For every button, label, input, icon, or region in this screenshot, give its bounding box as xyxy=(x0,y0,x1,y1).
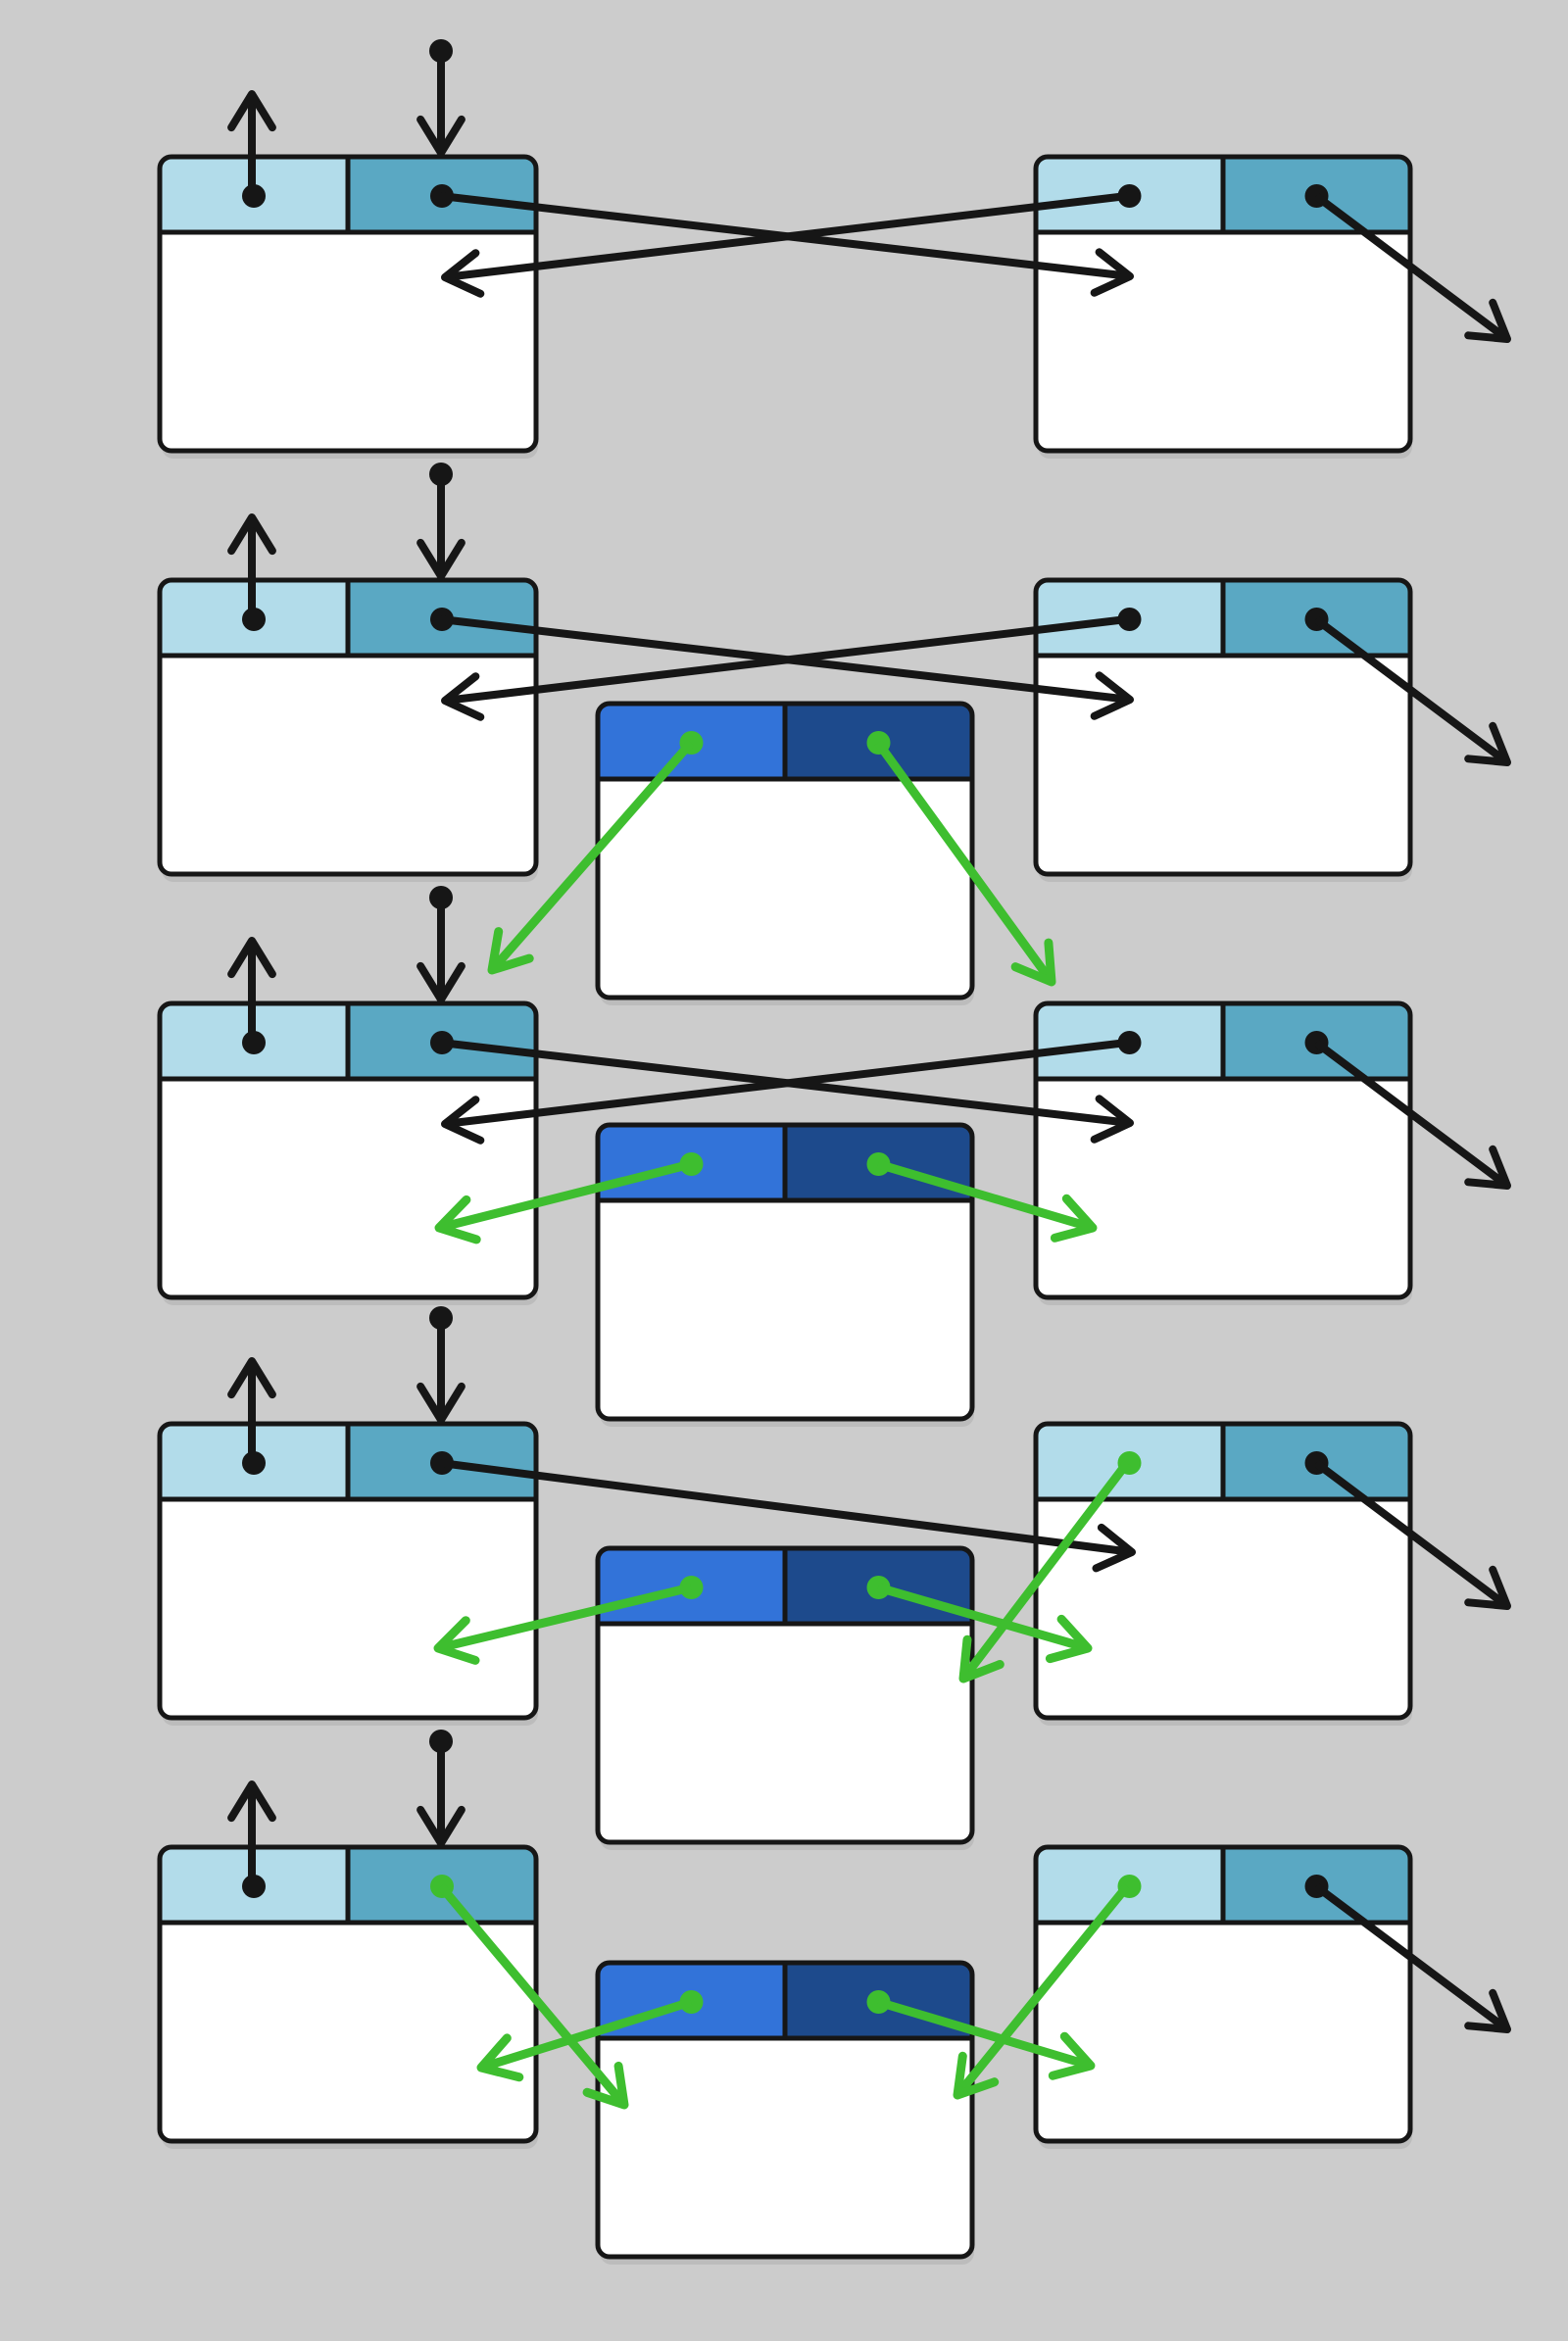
r4-left-next-cross-arrow xyxy=(440,1459,1136,1573)
r5-right-prev-to-new-arrow xyxy=(953,1883,1131,2100)
r3-new-next-arrow-head xyxy=(1050,1194,1098,1243)
r2-new-prev-arrow xyxy=(487,740,695,975)
r3-prev-up-arrow xyxy=(227,937,276,1043)
r4-new-next-arrow xyxy=(876,1583,1093,1664)
r4-new-prev-arrow-head xyxy=(433,1616,480,1665)
r1-left-next-cross-arrow-head xyxy=(1090,248,1134,297)
r3-prev-up-arrow-head xyxy=(227,937,276,979)
r2-right-next-out-arrow xyxy=(1313,615,1511,766)
r3-left-next-cross-arrow-head xyxy=(1090,1095,1134,1144)
r1-incoming-down-arrow xyxy=(416,39,466,157)
r4-incoming-down-arrow xyxy=(416,1306,466,1424)
list-node-r3-right xyxy=(1033,1000,1413,1305)
r2-new-next-arrow-head xyxy=(1010,938,1056,987)
r4-right-prev-to-new-arrow xyxy=(958,1460,1131,1683)
new-node-r4-border xyxy=(595,1545,975,1845)
new-node-r2 xyxy=(595,701,975,1005)
list-node-r1-left-border xyxy=(157,154,539,454)
r4-prev-up-arrow xyxy=(227,1357,276,1463)
new-node-r5 xyxy=(595,1960,975,2265)
r5-right-prev-to-new-arrow-head xyxy=(953,2051,1000,2100)
r1-right-prev-cross-arrow xyxy=(441,192,1128,298)
r3-incoming-down-arrow-head xyxy=(416,961,466,1003)
new-node-r5-border xyxy=(595,1960,975,2260)
list-node-r5-right xyxy=(1033,1844,1413,2149)
r1-prev-up-arrow-head xyxy=(227,90,276,132)
list-node-r3-left-border xyxy=(157,1000,539,1300)
list-node-r2-left xyxy=(157,577,539,882)
list-node-r4-left-border xyxy=(157,1421,539,1721)
r1-prev-up-arrow xyxy=(227,90,276,196)
r3-new-prev-arrow xyxy=(434,1159,693,1244)
list-node-r4-right-border xyxy=(1033,1421,1413,1721)
list-node-r2-right-border xyxy=(1033,577,1413,877)
r4-right-next-out-arrow xyxy=(1313,1459,1511,1610)
r5-new-prev-arrow-head xyxy=(476,2033,524,2082)
list-node-r3-right-prev-pointer-dot xyxy=(1117,1031,1142,1054)
r2-right-prev-cross-arrow xyxy=(441,615,1128,721)
list-node-r1-right xyxy=(1033,154,1413,459)
r3-new-prev-arrow-head xyxy=(434,1195,481,1244)
r1-right-next-out-arrow-head xyxy=(1464,298,1511,343)
list-node-r5-left xyxy=(157,1844,539,2149)
r5-incoming-down-arrow xyxy=(416,1730,466,1847)
r1-incoming-down-arrow-head xyxy=(416,115,466,157)
new-node-r3-border xyxy=(595,1122,975,1422)
list-node-r3-right-border xyxy=(1033,1000,1413,1300)
r5-new-next-arrow-head xyxy=(1048,2031,1096,2080)
r2-new-prev-arrow-head xyxy=(487,927,534,975)
list-node-r1-left xyxy=(157,154,539,459)
r4-right-prev-to-new-arrow-head xyxy=(958,1634,1004,1683)
r5-new-prev-arrow xyxy=(476,1997,693,2082)
r5-right-next-out-arrow-head xyxy=(1464,1988,1511,2033)
r4-new-next-arrow-head xyxy=(1045,1614,1093,1664)
r2-prev-up-arrow-head xyxy=(227,513,276,556)
r4-new-prev-arrow xyxy=(433,1583,693,1665)
r2-new-next-arrow xyxy=(874,740,1056,987)
r2-incoming-down-arrow-head xyxy=(416,538,466,580)
new-node-r4-prev-pointer-dot xyxy=(679,1576,704,1599)
list-node-r2-left-border xyxy=(157,577,539,877)
r5-left-next-to-new-arrow-head xyxy=(582,2061,629,2110)
r3-right-next-out-arrow xyxy=(1313,1039,1511,1190)
r5-incoming-down-arrow-head xyxy=(416,1805,466,1847)
list-node-r2-right-prev-pointer-dot xyxy=(1117,608,1142,631)
r2-left-next-cross-arrow-head xyxy=(1090,671,1134,720)
list-node-r2-right xyxy=(1033,577,1413,882)
r4-incoming-down-arrow-head xyxy=(416,1382,466,1424)
r2-incoming-down-arrow xyxy=(416,463,466,580)
r1-right-next-out-arrow xyxy=(1313,192,1511,343)
r5-prev-up-arrow-head xyxy=(227,1780,276,1823)
r3-right-prev-cross-arrow-head xyxy=(441,1096,485,1145)
r5-prev-up-arrow xyxy=(227,1780,276,1886)
list-node-r1-right-prev-pointer-dot xyxy=(1117,184,1142,208)
list-node-r4-right xyxy=(1033,1421,1413,1726)
r4-prev-up-arrow-head xyxy=(227,1357,276,1399)
r5-new-next-arrow xyxy=(876,1997,1096,2080)
r2-prev-up-arrow xyxy=(227,513,276,619)
r3-incoming-down-arrow xyxy=(416,886,466,1003)
r3-new-next-arrow xyxy=(876,1159,1098,1243)
r3-right-next-out-arrow-head xyxy=(1464,1145,1511,1190)
new-node-r3 xyxy=(595,1122,975,1427)
list-node-r1-right-border xyxy=(1033,154,1413,454)
r3-right-prev-cross-arrow xyxy=(441,1039,1128,1145)
r2-right-next-out-arrow-head xyxy=(1464,721,1511,766)
r4-right-next-out-arrow-head xyxy=(1464,1565,1511,1610)
r2-right-prev-cross-arrow-head xyxy=(441,672,485,721)
r4-left-next-cross-arrow-head xyxy=(1092,1523,1136,1573)
r1-right-prev-cross-arrow-head xyxy=(441,249,485,298)
r5-left-next-to-new-arrow xyxy=(437,1883,629,2110)
r5-right-next-out-arrow xyxy=(1313,1882,1511,2033)
